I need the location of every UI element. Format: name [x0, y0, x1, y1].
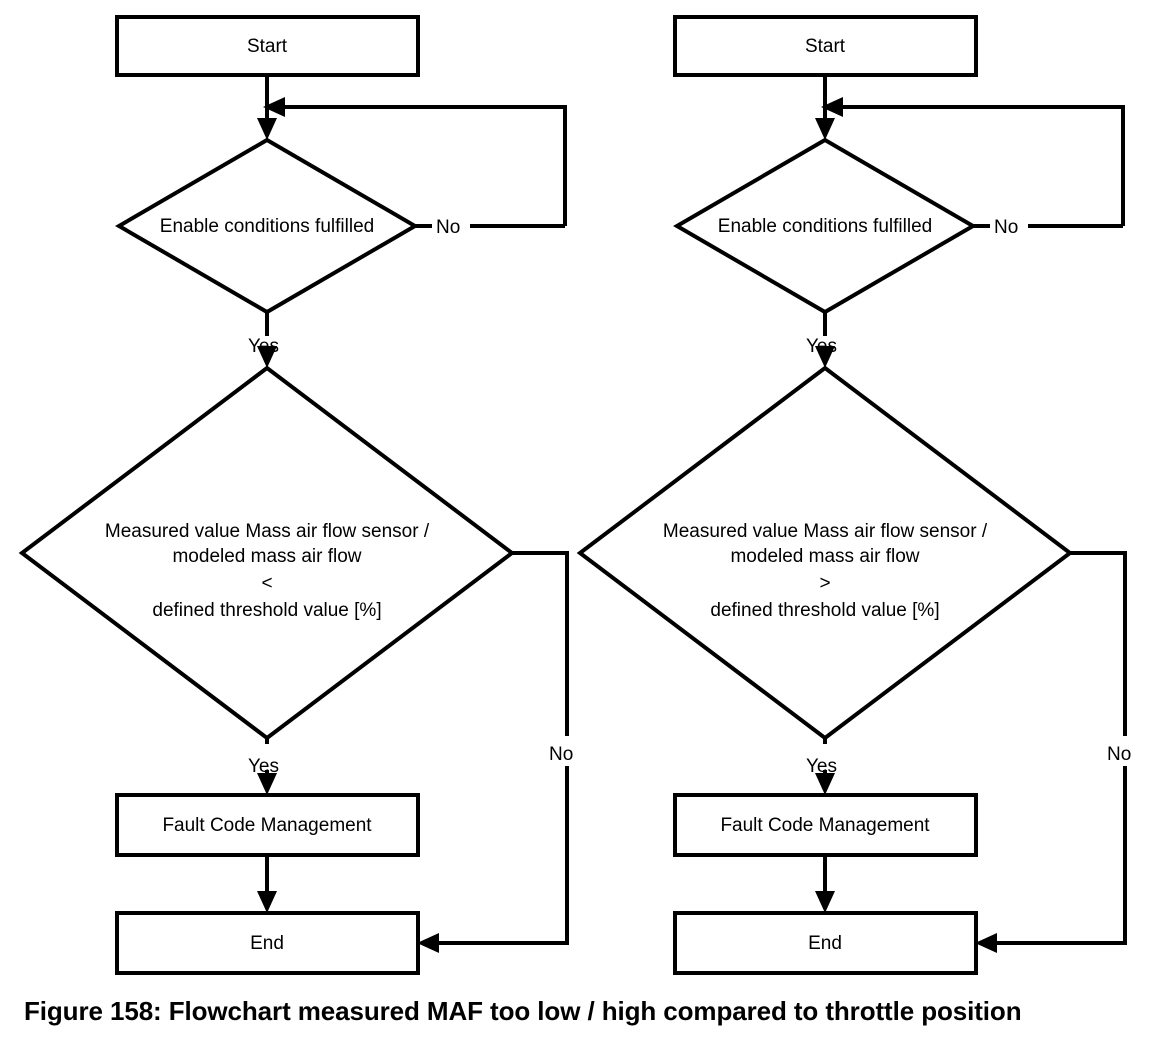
- left-enable-no-loopback-line: [282, 105, 567, 226]
- right-threshold-no-line-upper: [1070, 551, 1127, 736]
- right-enable-conditions-decision[interactable]: Enable conditions fulfilled: [673, 137, 977, 315]
- right-enable-no-loopback-arrowhead: [821, 97, 843, 117]
- left-threshold-line2: modeled mass air flow: [172, 546, 361, 567]
- right-fault-to-end-arrowhead: [815, 891, 835, 913]
- right-threshold-yes-label: Yes: [806, 756, 837, 777]
- right-threshold-no-line-lower: [994, 766, 1127, 945]
- left-fault-code-management-node[interactable]: Fault Code Management: [115, 793, 420, 857]
- left-end-node[interactable]: End: [115, 911, 420, 975]
- right-threshold-line1: Measured value Mass air flow sensor /: [663, 521, 988, 542]
- figure-caption: Figure 158: Flowchart measured MAF too l…: [24, 996, 1022, 1026]
- left-enable-no-label: No: [436, 217, 460, 238]
- right-end-label: End: [808, 933, 842, 954]
- left-fault-code-management-box[interactable]: [115, 793, 420, 857]
- left-threshold-no-line-upper: [512, 551, 569, 736]
- right-threshold-decision[interactable]: Measured value Mass air flow sensor / mo…: [576, 365, 1074, 741]
- left-threshold-yes-arrowhead: [257, 773, 277, 795]
- flow-column-right: Start Enable conditions fulfilled No Yes: [576, 15, 1131, 975]
- right-enable-yes-arrowhead: [815, 346, 835, 368]
- right-enable-no-loopback-line: [840, 105, 1125, 226]
- left-threshold-yes-label: Yes: [248, 756, 279, 777]
- right-end-box[interactable]: [673, 911, 978, 975]
- right-threshold-line3: >: [819, 573, 830, 594]
- left-start-to-decision-arrowhead: [257, 118, 277, 140]
- left-enable-conditions-decision[interactable]: Enable conditions fulfilled: [115, 137, 419, 315]
- left-enable-conditions-label: Enable conditions fulfilled: [160, 216, 374, 237]
- right-end-node[interactable]: End: [673, 911, 978, 975]
- right-threshold-yes-arrowhead: [815, 773, 835, 795]
- left-start-node[interactable]: Start: [115, 15, 420, 77]
- right-fault-code-management-node[interactable]: Fault Code Management: [673, 793, 978, 857]
- right-start-label: Start: [805, 36, 846, 57]
- left-end-label: End: [250, 933, 284, 954]
- left-threshold-line3: <: [261, 573, 272, 594]
- left-enable-yes-arrowhead: [257, 346, 277, 368]
- right-enable-conditions-label: Enable conditions fulfilled: [718, 216, 932, 237]
- left-fault-code-management-label: Fault Code Management: [162, 815, 372, 836]
- left-enable-no-loopback-arrowhead: [263, 97, 285, 117]
- right-start-node[interactable]: Start: [673, 15, 978, 77]
- left-threshold-decision[interactable]: Measured value Mass air flow sensor / mo…: [18, 365, 516, 741]
- left-start-label: Start: [247, 36, 288, 57]
- right-enable-no-label: No: [994, 217, 1018, 238]
- right-fault-code-management-label: Fault Code Management: [720, 815, 930, 836]
- right-threshold-no-label: No: [1107, 744, 1131, 765]
- left-threshold-no-line-lower: [436, 766, 569, 945]
- right-start-to-decision-arrowhead: [815, 118, 835, 140]
- left-threshold-line4: defined threshold value [%]: [152, 600, 381, 621]
- right-threshold-line2: modeled mass air flow: [730, 546, 919, 567]
- left-threshold-no-label: No: [549, 744, 573, 765]
- left-end-box[interactable]: [115, 911, 420, 975]
- right-start-box[interactable]: [673, 15, 978, 77]
- left-threshold-line1: Measured value Mass air flow sensor /: [105, 521, 430, 542]
- left-fault-to-end-arrowhead: [257, 891, 277, 913]
- right-threshold-line4: defined threshold value [%]: [710, 600, 939, 621]
- left-threshold-no-arrowhead: [417, 933, 439, 953]
- right-threshold-no-arrowhead: [975, 933, 997, 953]
- flow-column-left: Start Enable conditions fulfilled No Yes: [18, 15, 573, 975]
